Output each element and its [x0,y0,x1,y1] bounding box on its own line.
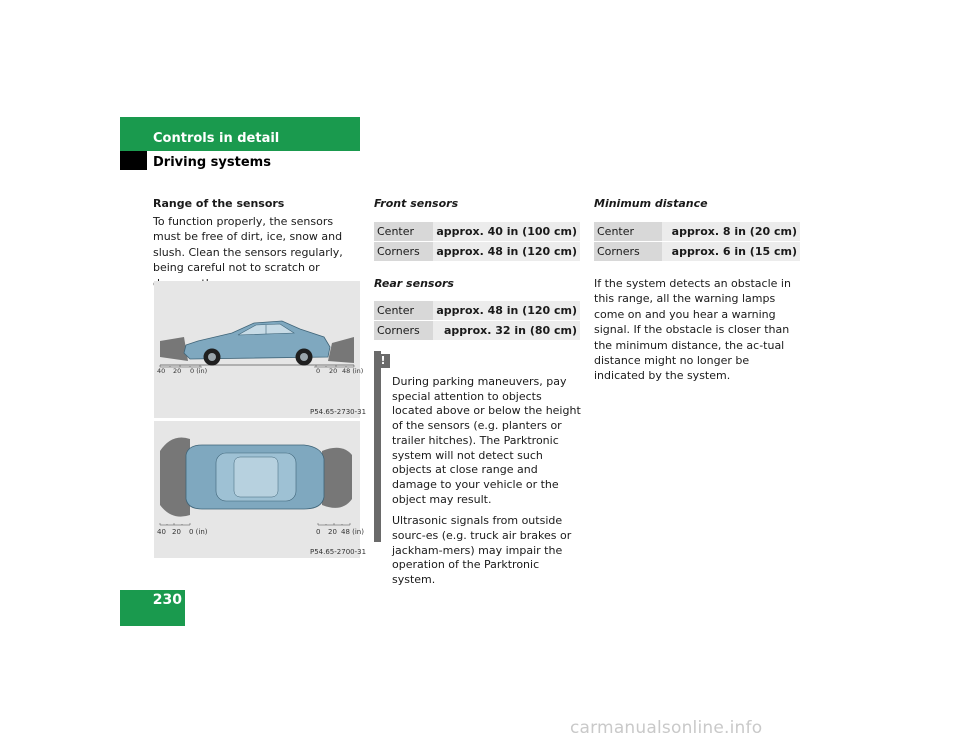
warning-bar [374,351,381,542]
warning-paragraph-1: During parking maneuvers, pay special at… [392,375,581,506]
row-value: approx. 40 in (100 cm) [433,222,580,242]
row-value: approx. 32 in (80 cm) [433,320,580,340]
car-body [183,320,331,360]
row-label: Center [374,301,434,321]
row-label: Center [374,222,434,242]
page-number: 230 [152,592,182,608]
range-heading: Range of the sensors [153,197,285,210]
front-sensors-table: Center approx. 40 in (100 cm) Corners ap… [374,222,580,261]
row-label: Corners [374,241,434,261]
table-row: Corners approx. 48 in (120 cm) [374,241,580,261]
row-value: approx. 48 in (120 cm) [433,241,580,261]
header-marker [120,151,147,170]
section-title: Controls in detail [153,131,280,146]
row-label: Corners [594,241,662,261]
scale-right-20: 20 [329,367,338,375]
section-subtitle: Driving systems [153,155,271,170]
warning-paragraph-2: Ultrasonic signals from outside sourc-es… [392,514,572,587]
scale-right-0: 0 [316,367,321,375]
scale-right-20: 20 [328,528,337,536]
page-number-box [120,590,185,626]
scale-left-20: 20 [173,367,182,375]
car-side-illustration [159,320,355,368]
scale-right-0: 0 [316,528,321,536]
front-sensor-range [328,337,354,363]
front-sensors-heading: Front sensors [374,197,459,210]
scale-right-48: 48 (in) [342,367,364,375]
scale-right-48: 48 (in) [341,528,364,536]
figure-side-view: 40 20 0 (in) 0 20 48 (in) P54.65-2730-31 [154,281,366,418]
scale-left-40: 40 [157,528,166,536]
header-banner [120,117,360,151]
rear-sensors-table: Center approx. 48 in (120 cm) Corners ap… [374,301,580,340]
warning-text: During parking maneuvers, pay special at… [392,375,582,595]
figure-code: P54.65-2730-31 [310,408,367,416]
car-top-illustration [159,437,352,526]
range-paragraph: To function properly, the sensors must b… [153,215,343,290]
table-row: Corners approx. 6 in (15 cm) [594,241,800,261]
warning-icon: ! [376,354,390,368]
row-label: Corners [374,320,434,340]
table-row: Center approx. 40 in (100 cm) [374,222,580,242]
figure-code: P54.65-2700-31 [310,548,367,556]
figure-top-view: 40 20 0 (in) 0 20 48 (in) P54.65-2700-31 [154,421,366,558]
row-label: Center [594,222,662,242]
row-value: approx. 6 in (15 cm) [662,241,800,261]
watermark: carmanualsonline.info [570,718,763,738]
rear-sensors-heading: Rear sensors [374,277,454,290]
minimum-distance-paragraph: If the system detects an obstacle in thi… [594,277,791,383]
minimum-distance-heading: Minimum distance [594,197,708,210]
table-row: Center approx. 48 in (120 cm) [374,301,580,321]
row-value: approx. 8 in (20 cm) [662,222,800,242]
front-sensor-range [322,447,352,508]
scale-left-0: 0 (in) [190,367,208,375]
rear-sensor-range [160,437,190,517]
row-value: approx. 48 in (120 cm) [433,301,580,321]
scale-left-40: 40 [157,367,166,375]
scale-left-0: 0 (in) [189,528,208,536]
table-row: Corners approx. 32 in (80 cm) [374,320,580,340]
scale-left-20: 20 [172,528,181,536]
table-row: Center approx. 8 in (20 cm) [594,222,800,242]
minimum-distance-table: Center approx. 8 in (20 cm) Corners appr… [594,222,800,261]
rear-sensor-range [160,337,188,361]
